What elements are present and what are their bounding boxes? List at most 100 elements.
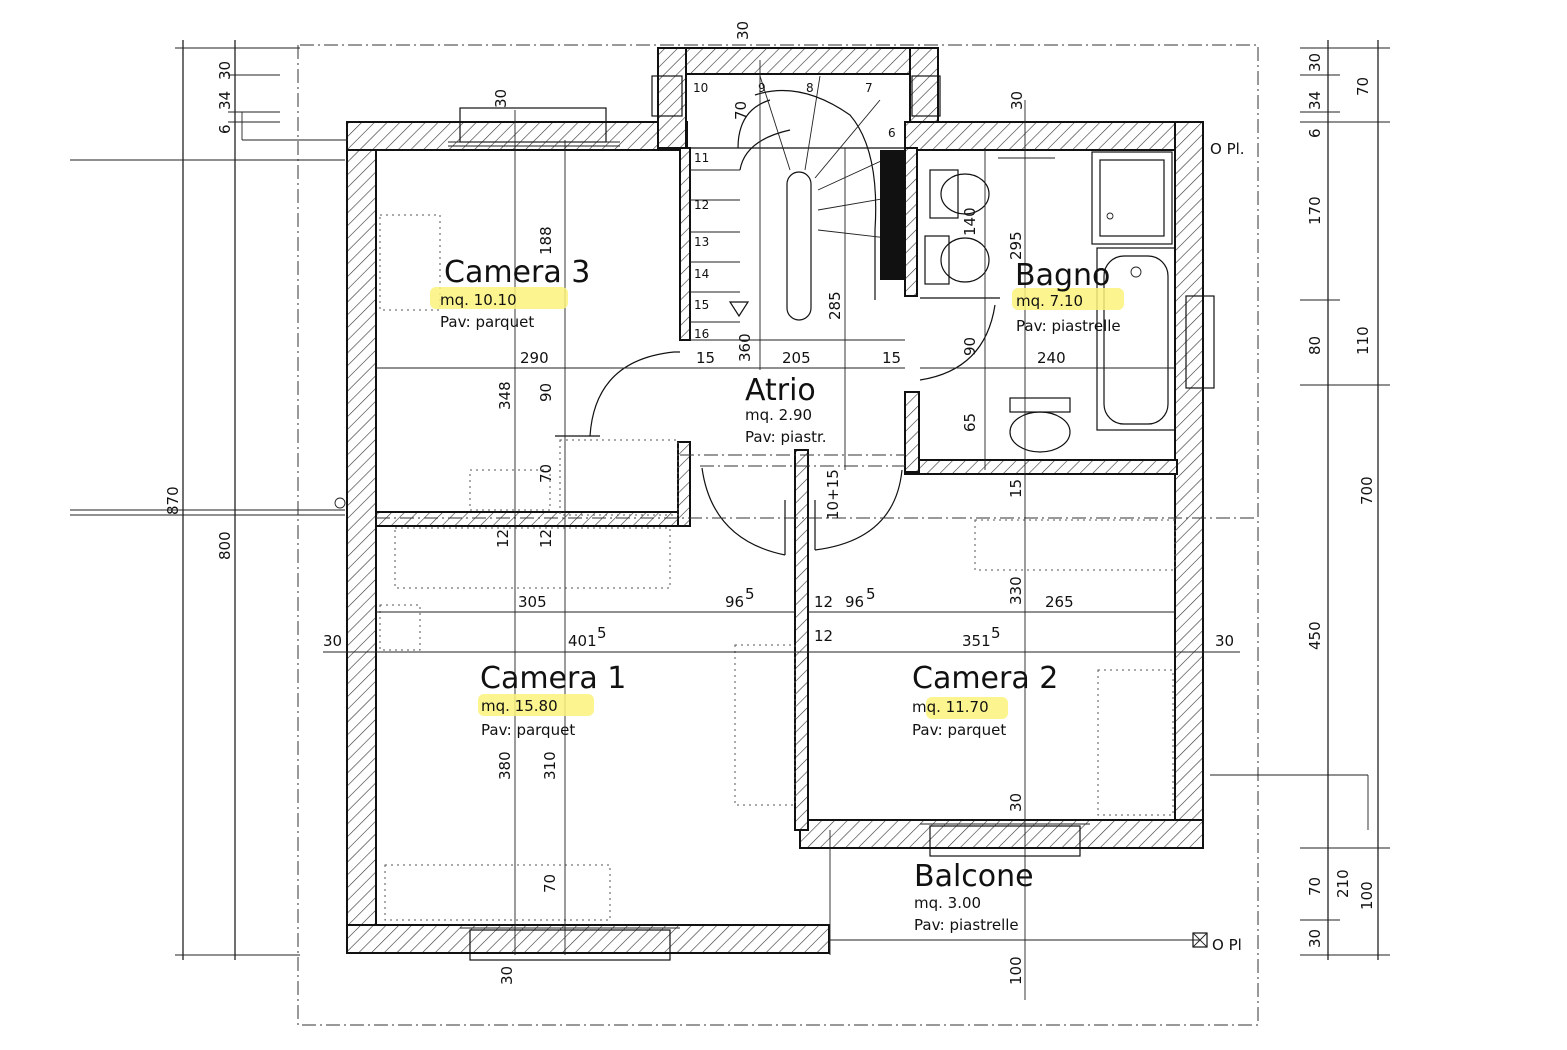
step-number: 15 [694, 298, 709, 312]
room-name: Camera 2 [912, 661, 1058, 696]
dimension-text: 700 [1358, 476, 1376, 505]
dimension-text: 285 [826, 291, 844, 320]
bathroom-fixtures [924, 151, 1176, 453]
dimension-text: 310 [541, 751, 559, 780]
dimension-text: 70 [541, 874, 559, 893]
room-atrio: Atrio mq. 2.90 Pav: piastr. [745, 373, 827, 446]
dimension-texts: 290 15 205 15 240 305 96 5 12 96 5 265 3… [323, 349, 1234, 650]
dimension-text: 6 [216, 124, 234, 134]
step-number: 14 [694, 267, 709, 281]
room-name: Camera 3 [444, 255, 590, 290]
dimension-text: 12 [814, 593, 833, 611]
room-floor: Pav: parquet [481, 721, 575, 739]
room-floor: Pav: piastrelle [1016, 317, 1121, 335]
dimension-text: 290 [520, 349, 549, 367]
dimension-text: 90 [537, 383, 555, 402]
dimension-text: 5 [991, 624, 1001, 642]
dimension-text: 30 [1008, 91, 1026, 110]
dimension-text: 188 [537, 226, 555, 255]
room-camera-1: Camera 1 mq. 15.80 Pav: parquet [480, 661, 626, 739]
step-number: 9 [758, 81, 766, 95]
furniture-outlines [379, 214, 1176, 921]
step-number: 11 [694, 151, 709, 165]
area-highlights [430, 287, 1124, 719]
dimension-text: 70 [537, 464, 555, 483]
room-floor: Pav: parquet [440, 313, 534, 331]
step-number: 16 [694, 327, 709, 341]
dimension-text: 12 [537, 529, 555, 548]
dimension-text: 800 [216, 531, 234, 560]
dimension-text: 30 [216, 61, 234, 80]
room-area: mq. 10.10 [440, 291, 517, 309]
dimension-text: 5 [745, 585, 755, 603]
room-name: Balcone [914, 859, 1034, 894]
step-number: 8 [806, 81, 814, 95]
dimension-text: 360 [736, 333, 754, 362]
room-camera-2: Camera 2 mq. 11.70 Pav: parquet [912, 661, 1058, 739]
site-outline [297, 44, 1259, 1026]
dimension-text: 205 [782, 349, 811, 367]
dimension-text: 305 [518, 593, 547, 611]
stair-step-numbers: 6 7 8 9 10 11 12 13 14 15 16 [693, 81, 896, 341]
dimension-text: 210 [1334, 869, 1352, 898]
dimension-text: 80 [1306, 336, 1324, 355]
windows [448, 75, 1215, 961]
room-floor: Pav: parquet [912, 721, 1006, 739]
dimension-text: 65 [961, 413, 979, 432]
dimension-text: 30 [1215, 632, 1234, 650]
room-camera-3: Camera 3 mq. 10.10 Pav: parquet [440, 255, 590, 331]
dimension-text: 15 [882, 349, 901, 367]
step-number: 7 [865, 81, 873, 95]
staircase [690, 75, 906, 341]
dimension-text: 30 [734, 21, 752, 40]
room-area: mq. 15.80 [481, 697, 558, 715]
dimension-text: 100 [1358, 881, 1376, 910]
dimension-text: 380 [496, 751, 514, 780]
dimension-text: 30 [323, 632, 342, 650]
doors [555, 297, 1000, 556]
dimension-text: 12 [494, 529, 512, 548]
dimension-text: 351 [962, 632, 991, 650]
dimension-text: 401 [568, 632, 597, 650]
dimension-text: 90 [961, 337, 979, 356]
dimension-text: 348 [496, 381, 514, 410]
walls [346, 47, 1204, 954]
dimension-text: 6 [1306, 128, 1324, 138]
dimension-text: 34 [216, 91, 234, 110]
dimension-text: 110 [1354, 326, 1372, 355]
dimension-text: 70 [1354, 77, 1372, 96]
room-area: mq. 3.00 [914, 894, 981, 912]
dimension-text: 30 [1306, 929, 1324, 948]
dimension-text: 10+15 [824, 469, 842, 520]
step-number: 12 [694, 198, 709, 212]
dimension-text: 140 [961, 207, 979, 236]
step-number: 10 [693, 81, 708, 95]
room-name: Camera 1 [480, 661, 626, 696]
dimension-text: 30 [492, 89, 510, 108]
dimension-text: 70 [1306, 877, 1324, 896]
room-area: mq. 2.90 [745, 406, 812, 424]
dimension-text: 15 [1007, 479, 1025, 498]
room-balcone: Balcone mq. 3.00 Pav: piastrelle [914, 859, 1034, 934]
step-number: 13 [694, 235, 709, 249]
dimension-text: 30 [1007, 793, 1025, 812]
dimension-text: 12 [814, 627, 833, 645]
dimension-text: 34 [1306, 91, 1324, 110]
dimension-text: 30 [498, 966, 516, 985]
dimension-text: 5 [597, 624, 607, 642]
dimension-text: 96 [725, 593, 744, 611]
dimension-text: 15 [696, 349, 715, 367]
dimension-text: 96 [845, 593, 864, 611]
room-name: Atrio [745, 373, 816, 408]
room-name: Bagno [1015, 258, 1110, 293]
room-area: mq. 11.70 [912, 698, 989, 716]
room-area: mq. 7.10 [1016, 292, 1083, 310]
dimension-texts-vertical: 30 30 34 6 870 800 30 188 348 90 70 12 1… [164, 21, 1376, 985]
dimension-text: 30 [1306, 53, 1324, 72]
dimension-text: 295 [1007, 231, 1025, 260]
room-floor: Pav: piastr. [745, 428, 827, 446]
dimension-text: 870 [164, 486, 182, 515]
dimension-text: 330 [1007, 576, 1025, 605]
room-bagno: Bagno mq. 7.10 Pav: piastrelle [1015, 258, 1121, 335]
